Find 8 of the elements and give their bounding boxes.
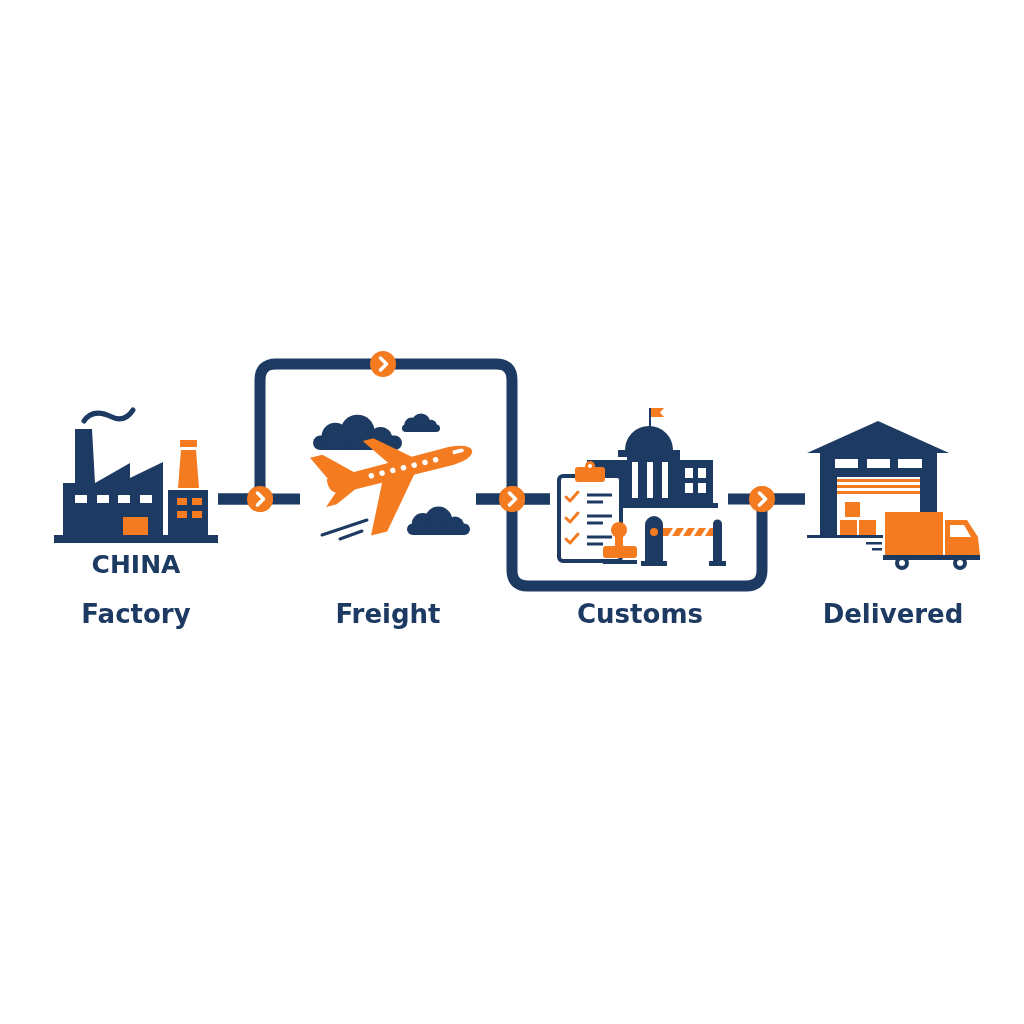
node-label: Freight bbox=[335, 600, 441, 631]
warehouse-illustration bbox=[805, 418, 982, 573]
factory-illustration bbox=[54, 407, 218, 544]
node-label: Delivered bbox=[822, 600, 964, 631]
arrow bbox=[728, 486, 805, 512]
node-label: Customs bbox=[577, 600, 703, 631]
node-label: CHINA bbox=[91, 551, 181, 580]
node-label: Factory bbox=[81, 600, 191, 631]
